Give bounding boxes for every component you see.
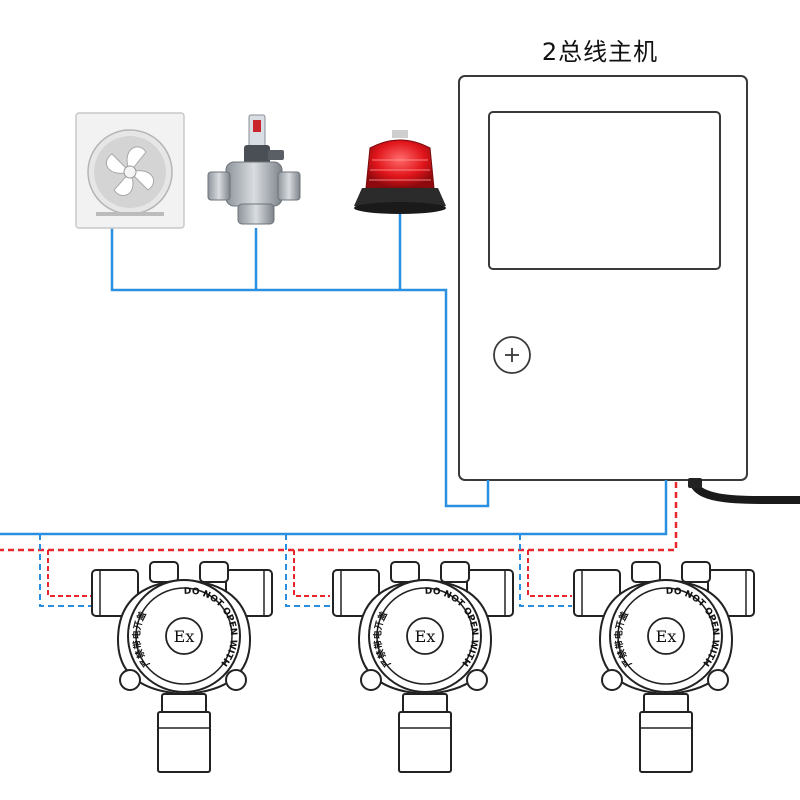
ex-label: Ex: [656, 627, 677, 646]
host-title: 2总线主机: [541, 38, 659, 66]
output-bus-wiring: [110, 214, 490, 508]
host-lock-icon: [493, 336, 531, 374]
ex-mark-icon: [647, 617, 685, 655]
host-display-screen: [488, 111, 721, 270]
solenoid-valve-icon: [207, 114, 301, 225]
ex-mark-icon: [165, 617, 203, 655]
ex-label: Ex: [415, 627, 436, 646]
strobe-alarm-icon: [354, 130, 446, 214]
ex-label: Ex: [174, 627, 195, 646]
ex-mark-icon: [406, 617, 444, 655]
exhaust-fan-icon: [75, 112, 185, 229]
power-cable: [690, 481, 800, 504]
detector-bus-wiring: [0, 480, 678, 607]
host-controller: [458, 75, 800, 504]
